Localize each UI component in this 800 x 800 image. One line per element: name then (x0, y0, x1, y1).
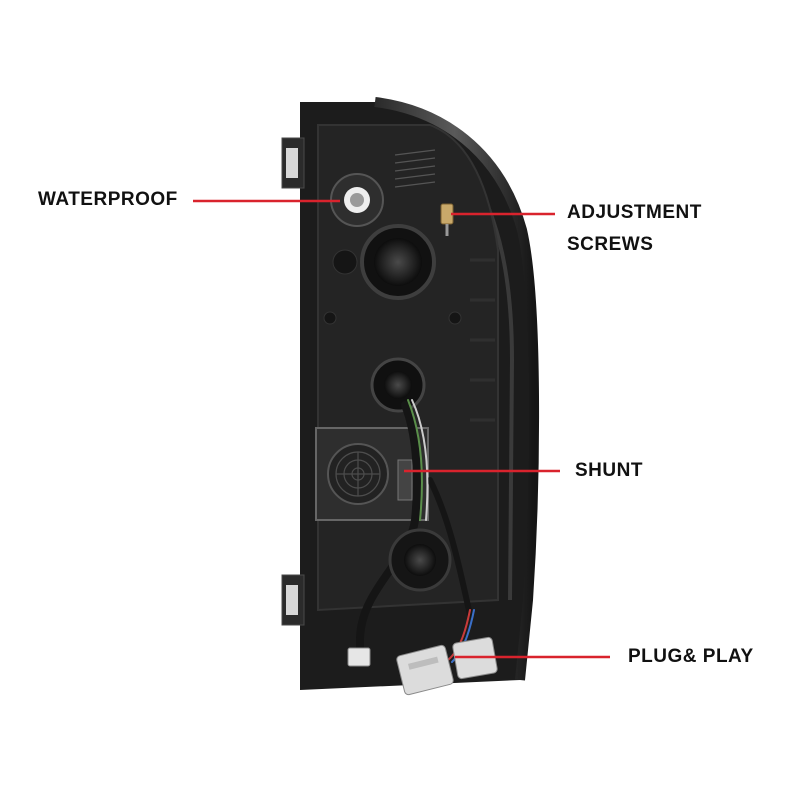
callout-adjustment-screws-line2: SCREWS (567, 234, 654, 255)
bulb-socket-upper (360, 224, 436, 300)
callout-adjustment-screws-line1: ADJUSTMENT (567, 202, 702, 223)
mounting-tab-bottom (281, 574, 305, 626)
mounting-tab-top (281, 137, 305, 189)
mount-hole (448, 311, 462, 325)
shunt-resistor-box (315, 427, 429, 521)
wiring-harness (356, 399, 475, 666)
callout-leader-lines (193, 199, 610, 659)
bulb-socket-lower (388, 528, 452, 592)
waterproof-vent (330, 173, 384, 227)
callout-shunt: SHUNT (575, 460, 643, 481)
callout-waterproof: WATERPROOF (38, 189, 178, 210)
mount-hole (323, 311, 337, 325)
mount-hole (332, 249, 358, 275)
callout-plug-and-play: PLUG& PLAY (628, 646, 754, 667)
bulb-socket-middle (370, 357, 426, 413)
housing-label-sticker (394, 149, 436, 188)
adjustment-screw (440, 203, 454, 236)
